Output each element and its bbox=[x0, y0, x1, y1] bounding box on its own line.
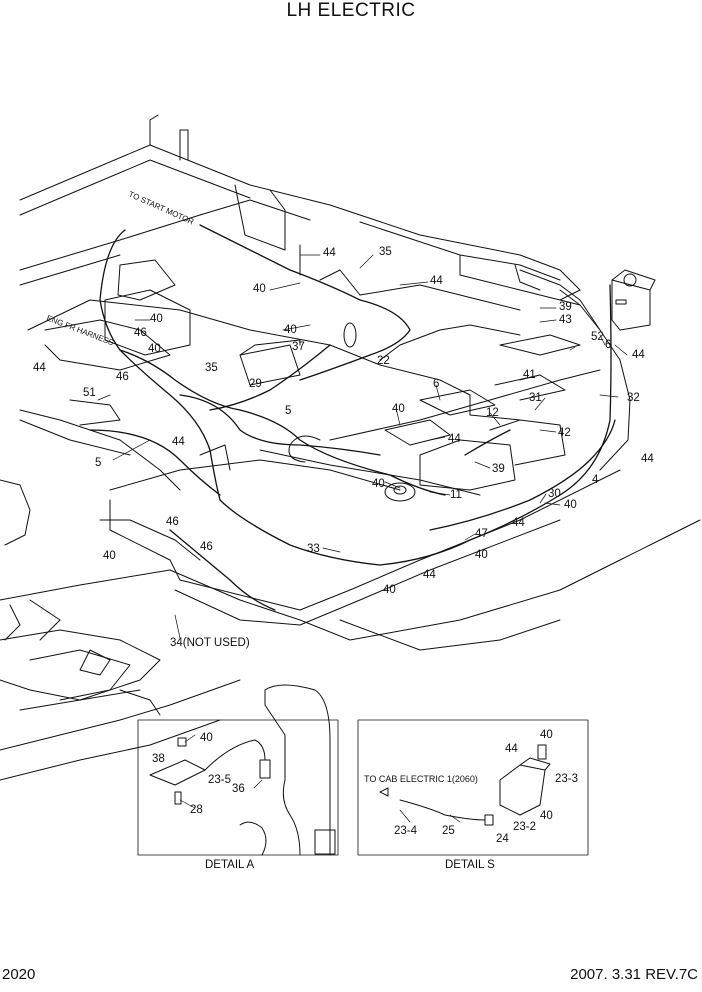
callout-40: 40 bbox=[540, 729, 553, 741]
battery bbox=[611, 269, 656, 331]
callout-40: 40 bbox=[392, 403, 405, 415]
callout-40: 40 bbox=[540, 810, 553, 822]
page-title: LH ELECTRIC bbox=[286, 0, 416, 21]
callout-46: 46 bbox=[166, 516, 179, 528]
callout-28: 28 bbox=[190, 804, 203, 816]
detail-a-drawing bbox=[149, 684, 336, 856]
detail-a-caption: DETAIL A bbox=[205, 859, 255, 871]
callout-36: 36 bbox=[232, 783, 245, 795]
to-start-motor-label: TO START MOTOR bbox=[127, 190, 195, 227]
callout-40: 40 bbox=[475, 549, 488, 561]
callout-5: 5 bbox=[95, 457, 101, 469]
revision-date: 2007. 3.31 REV.7C bbox=[570, 966, 698, 983]
callout-40: 40 bbox=[564, 499, 577, 511]
callout-52: 52 bbox=[591, 331, 604, 343]
callout-44: 44 bbox=[632, 349, 645, 361]
callout-23-3: 23-3 bbox=[555, 773, 578, 785]
callout-46: 46 bbox=[200, 541, 213, 553]
callout-35: 35 bbox=[379, 246, 392, 258]
callout-24: 24 bbox=[496, 833, 509, 845]
callout-41: 41 bbox=[523, 369, 536, 381]
detail-s-caption: DETAIL S bbox=[445, 859, 495, 871]
callout-33: 33 bbox=[307, 543, 320, 555]
callout-35: 35 bbox=[205, 362, 218, 374]
callout-38: 38 bbox=[152, 753, 165, 765]
upper-frame bbox=[0, 114, 631, 626]
detail-s-box bbox=[357, 719, 589, 856]
callout-42: 42 bbox=[558, 427, 571, 439]
detail-s-drawing bbox=[379, 744, 551, 826]
callout-43: 43 bbox=[559, 314, 572, 326]
callout-32: 32 bbox=[627, 392, 640, 404]
page-number: 2020 bbox=[2, 966, 36, 983]
callout-46: 46 bbox=[134, 327, 147, 339]
callout-12: 12 bbox=[486, 407, 499, 419]
callout-23-1: 23-1 bbox=[0, 0, 23, 3]
callout-47: 47 bbox=[475, 528, 488, 540]
callout-46: 46 bbox=[116, 371, 129, 383]
callout-23-2: 23-2 bbox=[513, 821, 536, 833]
callout-40: 40 bbox=[383, 584, 396, 596]
callout-37: 37 bbox=[292, 341, 305, 353]
callout-23-5: 23-5 bbox=[208, 774, 231, 786]
to-cab-electric-label: TO CAB ELECTRIC 1(2060) bbox=[364, 774, 478, 784]
callout-44: 44 bbox=[172, 436, 185, 448]
callout-22: 22 bbox=[377, 355, 390, 367]
lower-frame bbox=[0, 519, 701, 781]
callout-5: 5 bbox=[285, 405, 291, 417]
electrical-plates bbox=[343, 322, 581, 502]
callout-40: 40 bbox=[200, 732, 213, 744]
callout-40: 40 bbox=[103, 550, 116, 562]
callout-44: 44 bbox=[430, 275, 443, 287]
wire-harness bbox=[89, 224, 616, 611]
callout-44: 44 bbox=[448, 433, 461, 445]
callout-44: 44 bbox=[423, 569, 436, 581]
callout-44: 44 bbox=[512, 517, 525, 529]
callout-51: 51 bbox=[83, 387, 96, 399]
callout-40: 40 bbox=[150, 313, 163, 325]
callout-44: 44 bbox=[641, 453, 654, 465]
callout-4: 4 bbox=[592, 474, 599, 486]
callout-39: 39 bbox=[492, 463, 505, 475]
callout-44: 44 bbox=[505, 743, 518, 755]
callout-29: 29 bbox=[249, 378, 262, 390]
callout-6: 6 bbox=[605, 339, 611, 351]
callout-40: 40 bbox=[372, 478, 385, 490]
callout-25: 25 bbox=[442, 825, 455, 837]
callout-40: 40 bbox=[284, 324, 297, 336]
callout-44: 44 bbox=[323, 247, 336, 259]
callout-39: 39 bbox=[559, 301, 572, 313]
callout-11: 11 bbox=[450, 489, 462, 501]
not-used-label: 34(NOT USED) bbox=[170, 637, 250, 649]
callout-30: 30 bbox=[548, 488, 561, 500]
callout-6: 6 bbox=[433, 378, 439, 390]
callout-40: 40 bbox=[148, 343, 161, 355]
callout-40: 40 bbox=[253, 283, 266, 295]
detail-a-box bbox=[137, 719, 339, 856]
callout-31: 31 bbox=[529, 392, 542, 404]
callout-44: 44 bbox=[33, 362, 46, 374]
callout-23-4: 23-4 bbox=[394, 825, 418, 837]
leader-lines bbox=[97, 254, 628, 823]
